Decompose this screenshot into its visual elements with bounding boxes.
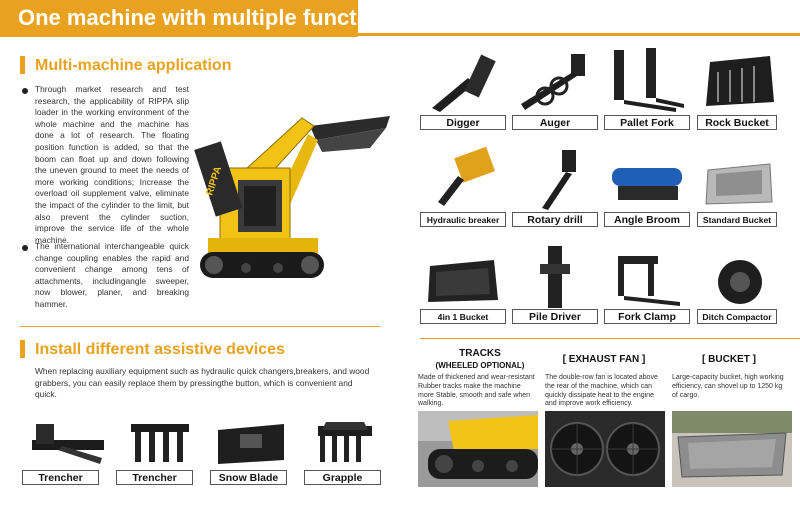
bullet bbox=[22, 88, 28, 94]
attachment-label: Angle Broom bbox=[604, 212, 690, 227]
angle-broom-icon bbox=[612, 168, 682, 200]
assistive-label: Trencher bbox=[116, 470, 193, 485]
exhaust-fan-photo bbox=[545, 411, 665, 487]
tracks-photo bbox=[418, 411, 538, 487]
attachment-label: Standard Bucket bbox=[697, 212, 777, 227]
rotary-drill-icon bbox=[542, 150, 576, 210]
standard-bucket-icon bbox=[705, 163, 773, 205]
install-description: When replacing auxiliary equipment such … bbox=[35, 366, 370, 400]
four-in-one-bucket-icon bbox=[428, 260, 498, 302]
attachment-label: Pallet Fork bbox=[604, 115, 690, 130]
section-title-install: Install different assistive devices bbox=[35, 341, 285, 358]
pile-driver-icon bbox=[540, 246, 570, 308]
pallet-fork-icon bbox=[614, 48, 684, 112]
skid-steer-loader-illustration: RIPPA bbox=[194, 116, 390, 278]
ditch-compactor-icon bbox=[718, 260, 762, 304]
multi-paragraph-2: The international interchangeable quick … bbox=[35, 241, 189, 309]
attachment-label: Rock Bucket bbox=[697, 115, 777, 130]
snow-blade-icon bbox=[218, 424, 284, 464]
header-rule bbox=[358, 33, 800, 36]
assistive-label: Snow Blade bbox=[210, 470, 287, 485]
feature-subtitle-tracks: (WHEELED OPTIONAL) bbox=[435, 361, 525, 370]
auger-icon bbox=[521, 54, 585, 110]
attachment-label: Auger bbox=[512, 115, 598, 130]
section-divider bbox=[20, 326, 380, 327]
bucket-photo bbox=[672, 411, 792, 487]
trencher-icon bbox=[131, 424, 189, 462]
feature-title-exhaust-fan: [ EXHAUST FAN ] bbox=[562, 354, 646, 365]
assistive-label: Grapple bbox=[304, 470, 381, 485]
feature-title-bucket: [ BUCKET ] bbox=[702, 354, 756, 365]
attachment-label: Fork Clamp bbox=[604, 309, 690, 324]
attachment-label: Rotary drill bbox=[512, 212, 598, 227]
section-marker bbox=[20, 340, 25, 358]
feature-text-exhaust-fan: The double-row fan is located above the … bbox=[545, 374, 658, 408]
rock-bucket-icon bbox=[706, 56, 774, 106]
attachment-label: Hydraulic breaker bbox=[420, 212, 506, 227]
header-banner bbox=[0, 0, 358, 37]
hydraulic-breaker-icon bbox=[438, 146, 496, 206]
section-title-multi: Multi-machine application bbox=[35, 57, 232, 74]
attachment-label: Pile Driver bbox=[512, 309, 598, 324]
section-marker bbox=[20, 56, 25, 74]
digger-icon bbox=[432, 54, 496, 112]
attachment-label: Digger bbox=[420, 115, 506, 130]
fork-clamp-icon bbox=[618, 256, 680, 306]
feature-text-bucket: Large-capacity bucket, high working effi… bbox=[672, 374, 784, 399]
feature-divider bbox=[420, 338, 800, 339]
attachment-label: 4in 1 Bucket bbox=[420, 309, 506, 324]
multi-paragraph-1: Through market research and test researc… bbox=[35, 84, 189, 245]
trencher-icon bbox=[32, 424, 104, 464]
feature-title-tracks: TRACKS bbox=[459, 348, 501, 359]
bullet bbox=[22, 245, 28, 251]
feature-text-tracks: Made of thickened and wear-resistant Rub… bbox=[418, 374, 535, 408]
page-title: One machine with multiple functions bbox=[18, 5, 402, 30]
grapple-icon bbox=[318, 422, 372, 462]
attachment-label: Ditch Compactor bbox=[697, 309, 777, 324]
assistive-label: Trencher bbox=[22, 470, 99, 485]
